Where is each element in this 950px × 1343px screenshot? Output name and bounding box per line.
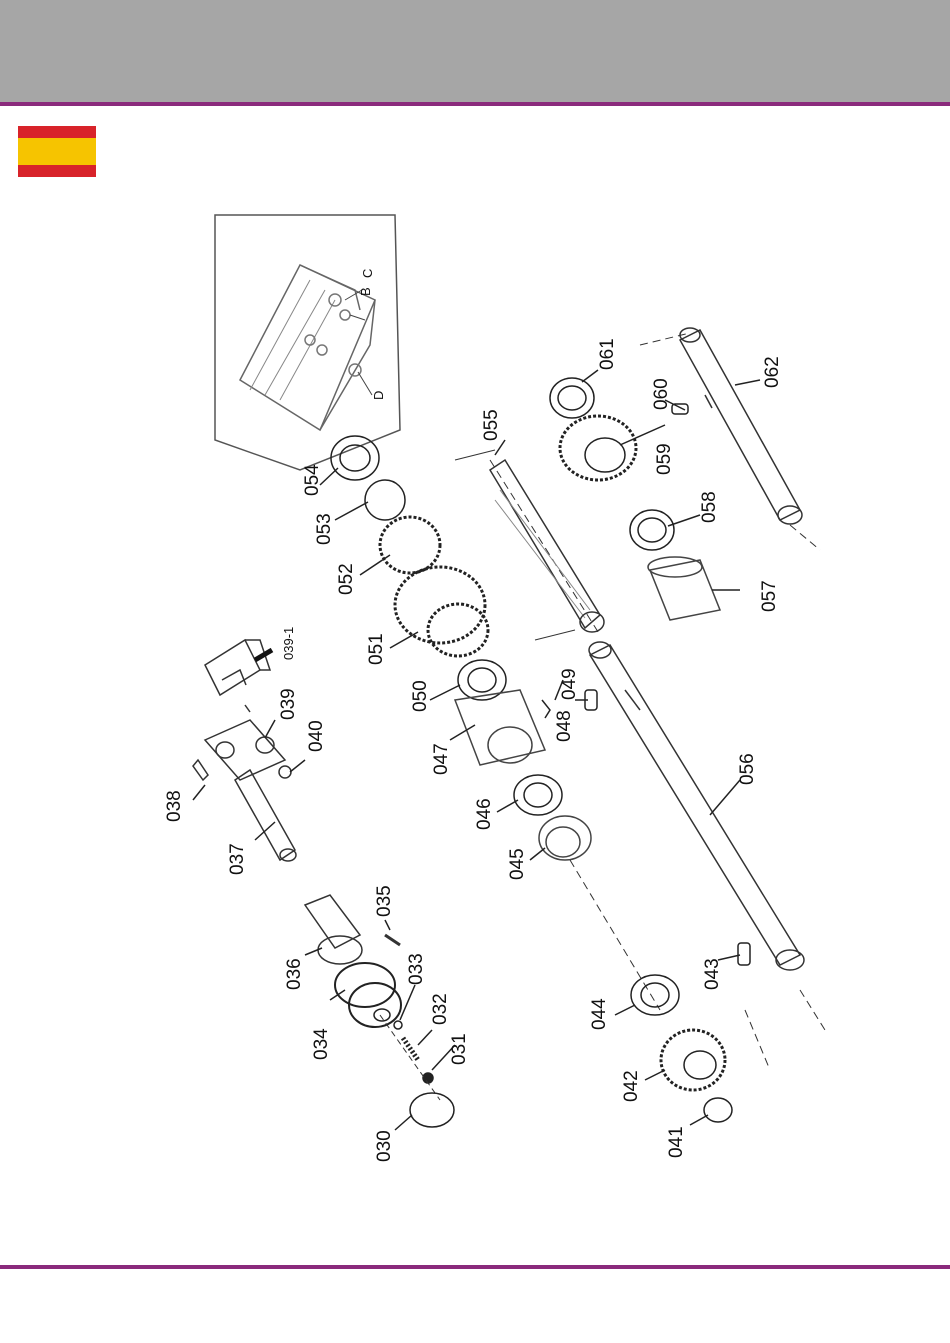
part-label-047: 047: [431, 743, 452, 775]
part-label-050: 050: [410, 680, 431, 712]
part-label-045: 045: [507, 848, 528, 880]
part-label-058: 058: [699, 491, 720, 523]
inset-label-d: D: [371, 391, 386, 400]
part-label-061: 061: [597, 338, 618, 370]
part-label-042: 042: [621, 1070, 642, 1102]
part-label-052: 052: [336, 563, 357, 595]
part-label-036: 036: [284, 958, 305, 990]
part-label-035: 035: [374, 885, 395, 917]
part-label-048: 048: [554, 710, 575, 742]
part-label-037: 037: [227, 843, 248, 875]
part-label-040: 040: [306, 720, 327, 752]
inset-label-b: B: [358, 287, 373, 296]
part-label-062: 062: [762, 356, 783, 388]
inset-label-c: C: [360, 269, 375, 278]
part-label-038: 038: [164, 790, 185, 822]
part-label-055: 055: [481, 409, 502, 441]
part-label-043: 043: [702, 958, 723, 990]
part-label-051: 051: [366, 633, 387, 665]
part-label-033: 033: [406, 953, 427, 985]
part-label-039: 039: [278, 688, 299, 720]
footer-divider: [0, 1265, 950, 1269]
part-label-046: 046: [474, 798, 495, 830]
part-label-060: 060: [651, 378, 672, 410]
part-label-053: 053: [314, 513, 335, 545]
part-label-049: 049: [559, 668, 580, 700]
part-label-031: 031: [449, 1033, 470, 1065]
part-label-054: 054: [302, 464, 323, 496]
part-label-039-1: 039-1: [281, 627, 296, 660]
part-label-041: 041: [666, 1126, 687, 1158]
part-label-057: 057: [759, 580, 780, 612]
part-label-044: 044: [589, 998, 610, 1030]
part-label-032: 032: [430, 993, 451, 1025]
part-label-059: 059: [654, 443, 675, 475]
part-label-030: 030: [374, 1130, 395, 1162]
part-label-034: 034: [311, 1028, 332, 1060]
inset-housing-view: [215, 215, 400, 470]
part-label-056: 056: [737, 753, 758, 785]
